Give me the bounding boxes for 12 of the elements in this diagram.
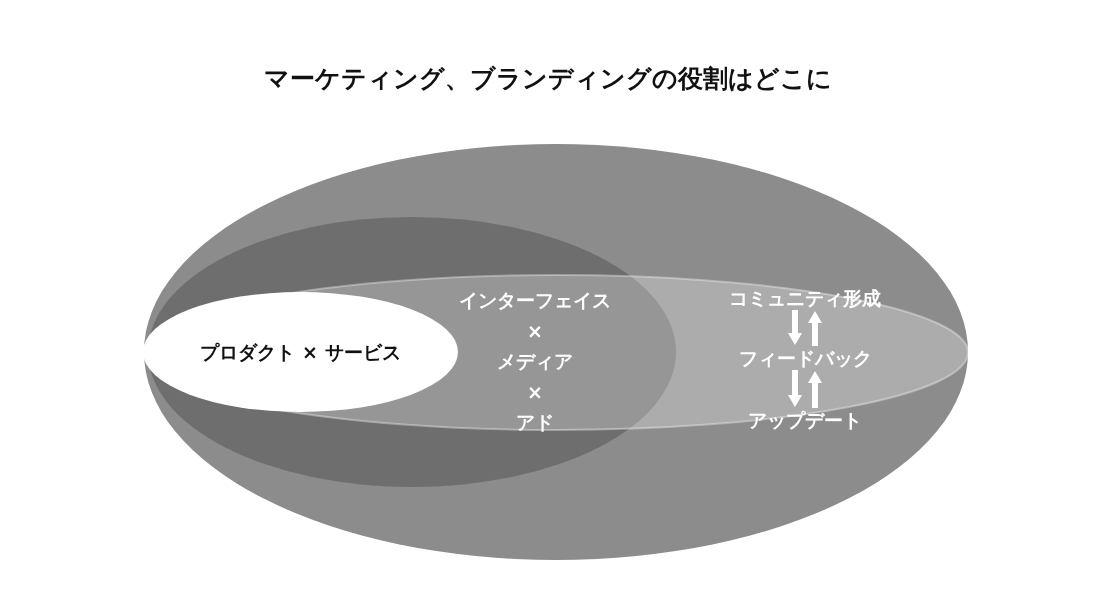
step-text: アップデート (715, 408, 895, 432)
overlap-label: インターフェイス × メディア × アド (459, 288, 611, 435)
arrow (788, 370, 802, 407)
ellipse-label: プロダクト × サービス (200, 340, 401, 364)
step-text: フィードバック (715, 346, 895, 370)
title: マーケティング、ブランディングの役割はどこに (263, 63, 832, 95)
arrow (808, 371, 822, 408)
step-text: コミュニティ形成 (715, 286, 895, 310)
arrow (788, 310, 802, 345)
arrow (808, 311, 822, 346)
outer-ellipse (144, 144, 968, 560)
product-ellipse (143, 292, 458, 412)
